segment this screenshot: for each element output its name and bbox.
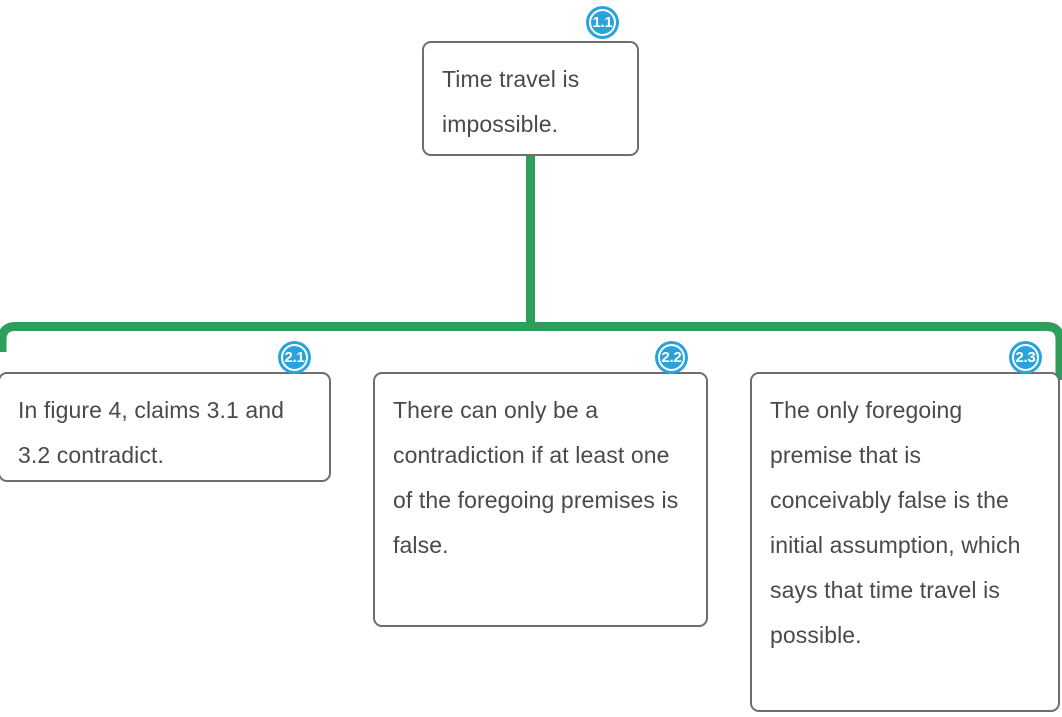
claim-badge-2-2[interactable]: 2.2 bbox=[658, 344, 685, 371]
claim-text-2-1: In figure 4, claims 3.1 and 3.2 contradi… bbox=[18, 397, 285, 468]
claim-badge-2-3[interactable]: 2.3 bbox=[1012, 344, 1039, 371]
claim-badge-1-1[interactable]: 1.1 bbox=[589, 9, 616, 36]
claim-text-2-2: There can only be a contradiction if at … bbox=[393, 397, 679, 558]
claim-box-2-3[interactable]: The only foregoing premise that is conce… bbox=[750, 372, 1060, 712]
claim-box-2-2[interactable]: There can only be a contradiction if at … bbox=[373, 372, 708, 627]
connector-crossbar bbox=[0, 322, 1062, 380]
claim-text-1-1: Time travel is impossible. bbox=[442, 66, 580, 137]
claim-box-2-1[interactable]: In figure 4, claims 3.1 and 3.2 contradi… bbox=[0, 372, 331, 482]
claim-text-2-3: The only foregoing premise that is conce… bbox=[770, 397, 1021, 648]
claim-badge-2-1[interactable]: 2.1 bbox=[281, 344, 308, 371]
claim-box-1-1[interactable]: Time travel is impossible. bbox=[422, 41, 639, 156]
